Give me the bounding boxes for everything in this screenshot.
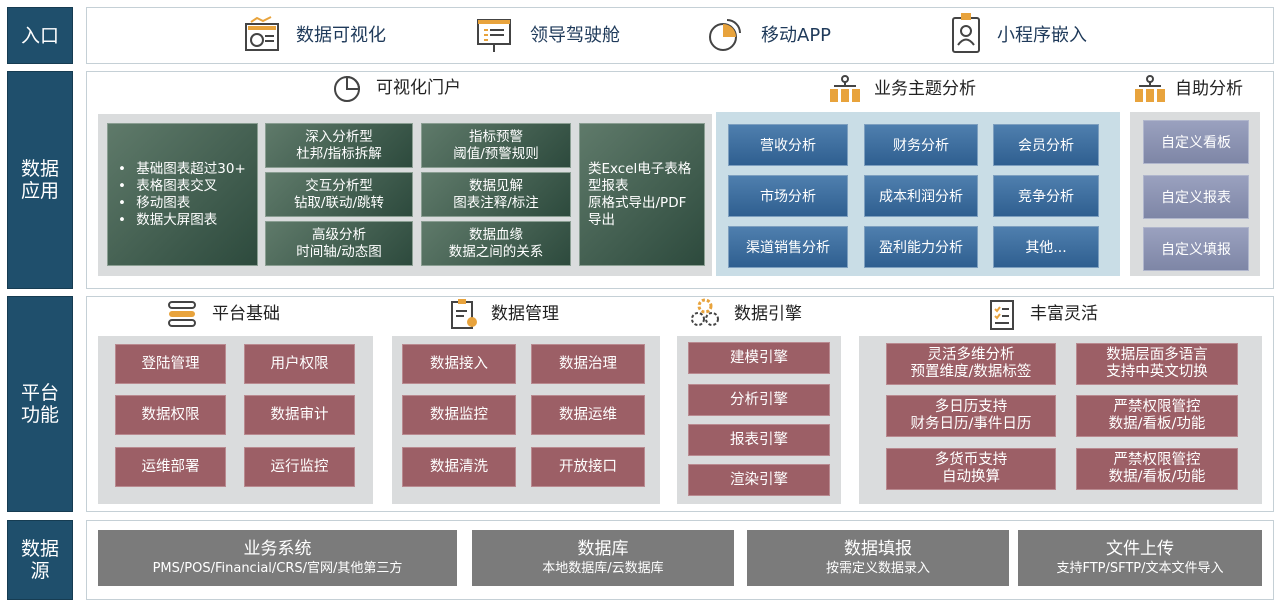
row-label-data-source: 数据 源 — [7, 520, 73, 600]
data-mgmt-item[interactable]: 数据接入 — [402, 344, 516, 384]
platform-base-item[interactable]: 数据审计 — [244, 395, 355, 435]
analysis-item[interactable]: 市场分析 — [728, 175, 848, 217]
org-chart-icon — [1135, 75, 1165, 102]
bullet-item: 表格图表交叉 — [118, 178, 246, 195]
self-service-item[interactable]: 自定义看板 — [1143, 120, 1249, 164]
analysis-item[interactable]: 营收分析 — [728, 124, 848, 166]
analysis-item[interactable]: 会员分析 — [993, 124, 1099, 166]
flexible-item[interactable]: 灵活多维分析 预置维度/数据标签 — [886, 343, 1056, 385]
analysis-item[interactable]: 竞争分析 — [993, 175, 1099, 217]
analysis-item[interactable]: 财务分析 — [864, 124, 978, 166]
chart-board-icon — [245, 16, 279, 51]
data-engine-item[interactable]: 建模引擎 — [688, 342, 830, 374]
entry-label: 移动APP — [761, 25, 832, 46]
source-title: 业务系统 — [243, 539, 312, 559]
bullet-item: 移动图表 — [118, 195, 246, 212]
source-subtitle: 按需定义数据录入 — [825, 561, 930, 576]
analysis-item[interactable]: 渠道销售分析 — [728, 226, 848, 268]
analysis-item[interactable]: 成本利润分析 — [864, 175, 978, 217]
platform-base-item[interactable]: 数据权限 — [115, 395, 226, 435]
row-label-data-app: 数据 应用 — [7, 71, 73, 289]
data-mgmt-item[interactable]: 开放接口 — [531, 447, 645, 487]
pie-chart-icon — [709, 19, 741, 51]
source-subtitle: 支持FTP/SFTP/文本文件导入 — [1056, 561, 1224, 576]
portal-cell[interactable]: 指标预警 阈值/预警规则 — [421, 123, 571, 168]
data-mgmt-item[interactable]: 数据治理 — [531, 344, 645, 384]
server-stack-icon — [168, 301, 196, 327]
flexible-item[interactable]: 多货币支持 自动换算 — [886, 448, 1056, 490]
platform-base-item[interactable]: 运行监控 — [244, 447, 355, 487]
source-business-system[interactable]: 业务系统 PMS/POS/Financial/CRS/官网/其他第三方 — [98, 530, 457, 586]
org-chart-icon — [830, 75, 860, 102]
portal-cell[interactable]: 交互分析型 钻取/联动/跳转 — [265, 172, 413, 217]
entry-item-mini-program[interactable]: 小程序嵌入 — [950, 12, 1110, 56]
self-service-item[interactable]: 自定义报表 — [1143, 175, 1249, 219]
flexible-item[interactable]: 严禁权限管控 数据/看板/功能 — [1076, 395, 1238, 437]
checklist-icon — [990, 300, 1014, 330]
analysis-item[interactable]: 其他... — [993, 226, 1099, 268]
source-title: 文件上传 — [1106, 539, 1174, 559]
flexible-item[interactable]: 多日历支持 财务日历/事件日历 — [886, 395, 1056, 437]
entry-item-visualization[interactable]: 数据可视化 — [243, 14, 403, 56]
entry-label: 数据可视化 — [296, 25, 386, 46]
portal-cell[interactable]: 高级分析 时间轴/动态图 — [265, 221, 413, 266]
excel-report-card[interactable]: 类Excel电子表格型报表 原格式导出/PDF导出 — [579, 123, 705, 266]
flexible-title: 丰富灵活 — [1030, 304, 1098, 324]
platform-base-item[interactable]: 运维部署 — [115, 447, 226, 487]
data-mgmt-item[interactable]: 数据运维 — [531, 395, 645, 435]
source-subtitle: PMS/POS/Financial/CRS/官网/其他第三方 — [152, 561, 403, 576]
data-engine-item[interactable]: 分析引擎 — [688, 384, 830, 416]
visual-portal-title: 可视化门户 — [376, 78, 461, 98]
bullet-item: 基础图表超过30+ — [118, 161, 246, 178]
source-database[interactable]: 数据库 本地数据库/云数据库 — [472, 530, 734, 586]
data-mgmt-item[interactable]: 数据清洗 — [402, 447, 516, 487]
data-engine-title: 数据引擎 — [734, 304, 802, 324]
entry-label: 小程序嵌入 — [997, 25, 1087, 46]
gears-icon — [691, 298, 719, 326]
entry-item-cockpit[interactable]: 领导驾驶舱 — [475, 14, 635, 56]
business-analysis-title: 业务主题分析 — [874, 79, 976, 99]
entry-item-mobile-app[interactable]: 移动APP — [706, 14, 846, 56]
chart-features-card: 基础图表超过30+ 表格图表交叉 移动图表 数据大屏图表 — [107, 123, 258, 266]
presentation-board-icon — [477, 19, 511, 52]
flexible-item[interactable]: 数据层面多语言 支持中英文切换 — [1076, 343, 1238, 385]
platform-base-item[interactable]: 登陆管理 — [115, 344, 226, 384]
analysis-item[interactable]: 盈利能力分析 — [864, 226, 978, 268]
pie-chart-icon — [334, 75, 361, 102]
bullet-item: 数据大屏图表 — [118, 212, 246, 229]
source-title: 数据库 — [577, 539, 629, 559]
portal-cell[interactable]: 数据血缘 数据之间的关系 — [421, 221, 571, 266]
flexible-item[interactable]: 严禁权限管控 数据/看板/功能 — [1076, 448, 1238, 490]
platform-base-item[interactable]: 用户权限 — [244, 344, 355, 384]
portal-cell[interactable]: 深入分析型 杜邦/指标拆解 — [265, 123, 413, 168]
data-engine-item[interactable]: 渲染引擎 — [688, 464, 830, 496]
data-mgmt-item[interactable]: 数据监控 — [402, 395, 516, 435]
source-file-upload[interactable]: 文件上传 支持FTP/SFTP/文本文件导入 — [1018, 530, 1262, 586]
row-label-entry: 入口 — [7, 7, 73, 64]
data-mgmt-title: 数据管理 — [491, 304, 559, 324]
clipboard-gear-icon — [451, 299, 477, 329]
source-data-fill[interactable]: 数据填报 按需定义数据录入 — [747, 530, 1009, 586]
portal-cell[interactable]: 数据见解 图表注释/标注 — [421, 172, 571, 217]
data-engine-item[interactable]: 报表引擎 — [688, 424, 830, 456]
id-badge-icon — [952, 13, 980, 53]
entry-label: 领导驾驶舱 — [530, 25, 620, 46]
self-service-title: 自助分析 — [1175, 79, 1243, 99]
source-subtitle: 本地数据库/云数据库 — [542, 561, 664, 576]
entry-panel — [86, 7, 1274, 64]
source-title: 数据填报 — [844, 539, 912, 559]
row-label-platform: 平台 功能 — [7, 296, 73, 512]
platform-base-title: 平台基础 — [212, 304, 280, 324]
self-service-item[interactable]: 自定义填报 — [1143, 227, 1249, 271]
